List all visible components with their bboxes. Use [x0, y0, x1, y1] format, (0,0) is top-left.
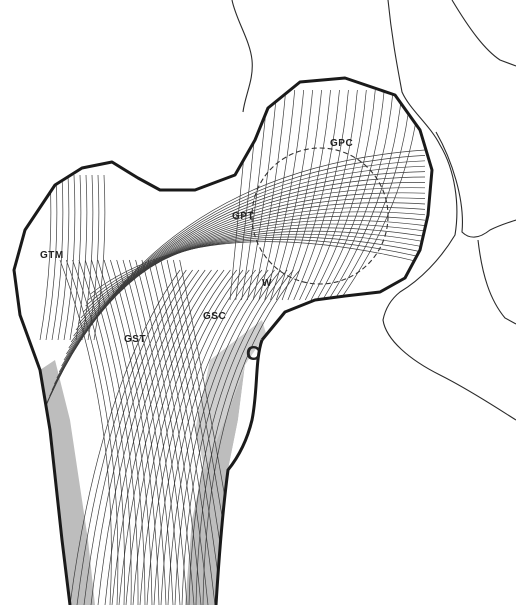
label-gsc: GSC: [203, 311, 226, 322]
bone-interior: [40, 90, 425, 605]
greater-trochanter-line: [64, 175, 75, 340]
label-gpc: GPC: [330, 138, 353, 149]
principal-compressive-line: [328, 90, 402, 300]
lateral-cortex-shade: [40, 360, 95, 605]
greater-trochanter-line: [70, 175, 81, 340]
principal-compressive-line: [323, 90, 394, 300]
label-gtm: GTM: [40, 250, 64, 261]
label-c: C: [246, 343, 260, 365]
principal-compressive-line: [311, 90, 375, 300]
label-w: W: [262, 278, 272, 289]
principal-tensile-line: [83, 234, 425, 312]
label-gpt: GPT: [232, 211, 254, 222]
label-gst: GST: [124, 334, 146, 345]
greater-trochanter-line: [76, 175, 87, 340]
principal-compressive-line: [334, 90, 411, 300]
principal-tensile-line: [66, 207, 425, 354]
